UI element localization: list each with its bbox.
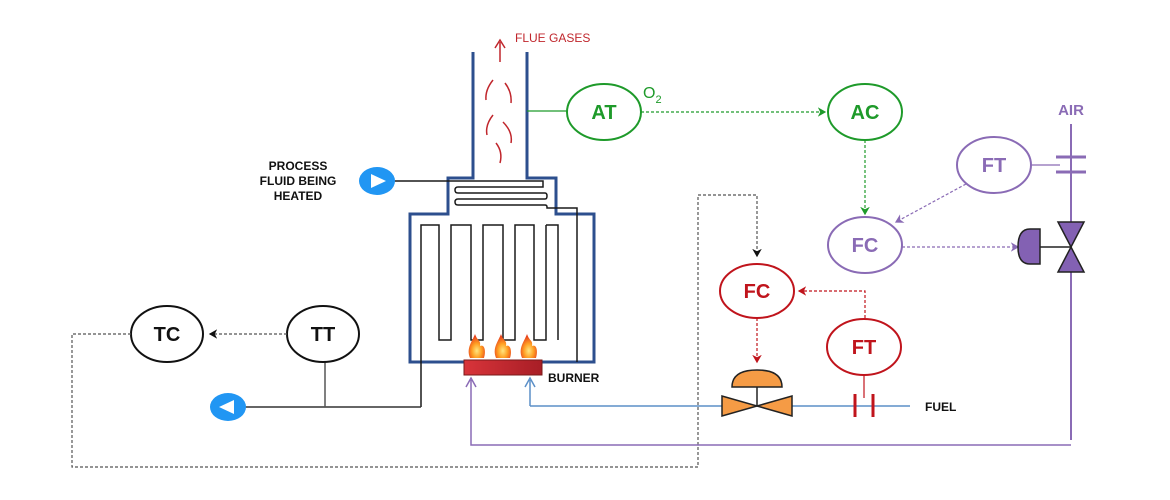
flue-gases-outlet: FLUE GASES bbox=[494, 31, 590, 62]
process-fluid-label-1: PROCESS bbox=[269, 159, 328, 173]
tt-label: TT bbox=[311, 324, 335, 346]
radiant-coil-end bbox=[546, 224, 559, 340]
process-fluid-label-2: FLUID BEING bbox=[260, 174, 337, 188]
valve-body-icon bbox=[721, 395, 760, 417]
ft-air-label: FT bbox=[982, 155, 1006, 177]
up-arrow-icon bbox=[524, 376, 536, 388]
burner-body bbox=[463, 359, 543, 376]
ft-fuel-label: FT bbox=[852, 337, 876, 359]
up-arrow-icon bbox=[465, 376, 477, 388]
radiant-coil bbox=[420, 224, 547, 407]
burner-label: BURNER bbox=[548, 371, 600, 385]
air-label: AIR bbox=[1058, 102, 1084, 119]
furnace-shell bbox=[408, 52, 596, 364]
ft-to-fc-air-signal bbox=[894, 183, 967, 223]
analyzer-loop: AT O2 AC bbox=[527, 83, 903, 216]
flue-wisp bbox=[502, 121, 513, 144]
temperature-loop: TT TC bbox=[71, 194, 762, 468]
flue-wisp bbox=[485, 79, 494, 101]
valve-actuator-icon bbox=[731, 369, 783, 388]
air-control-valve[interactable] bbox=[1017, 221, 1086, 273]
fuel-loop: FC FT FUEL bbox=[524, 263, 956, 417]
tc-to-fc-fuel-signal bbox=[71, 194, 762, 468]
burner: BURNER bbox=[463, 334, 600, 385]
convection-tube bbox=[385, 180, 578, 362]
process-fluid-outlet bbox=[210, 393, 421, 421]
fuel-control-valve[interactable] bbox=[721, 369, 793, 417]
play-arrow-icon bbox=[371, 174, 386, 188]
valve-body-icon bbox=[1056, 245, 1086, 273]
air-supply-to-burner bbox=[470, 380, 1071, 446]
valve-body-icon bbox=[754, 395, 793, 417]
flue-wisp bbox=[495, 142, 502, 164]
flue-wisp bbox=[485, 114, 494, 136]
reverse-arrow-icon bbox=[219, 400, 234, 414]
ft-to-fc-fuel-signal bbox=[797, 286, 866, 318]
fc-fuel-label: FC bbox=[744, 281, 771, 303]
valve-actuator-icon bbox=[1017, 228, 1041, 265]
tc-label: TC bbox=[154, 324, 181, 346]
o2-label: O2 bbox=[643, 85, 662, 106]
process-fluid-inlet: PROCESS FLUID BEING HEATED bbox=[260, 159, 395, 203]
flue-gases-label: FLUE GASES bbox=[515, 31, 590, 45]
at-label: AT bbox=[591, 102, 616, 124]
ft-air-bubble bbox=[956, 136, 1032, 194]
process-fluid-label-3: HEATED bbox=[274, 189, 323, 203]
ac-label: AC bbox=[851, 102, 880, 124]
fc-air-label: FC bbox=[852, 235, 879, 257]
flue-wisp bbox=[504, 82, 512, 104]
convection-coil bbox=[385, 180, 578, 362]
fuel-label: FUEL bbox=[925, 400, 956, 414]
flue-gas-flames bbox=[485, 79, 513, 164]
fc-air-bubble bbox=[827, 216, 903, 274]
flame-icon bbox=[468, 334, 537, 358]
valve-body-icon bbox=[1056, 221, 1086, 249]
up-arrow-icon bbox=[494, 38, 506, 49]
air-loop: AIR FT FC bbox=[465, 102, 1086, 446]
